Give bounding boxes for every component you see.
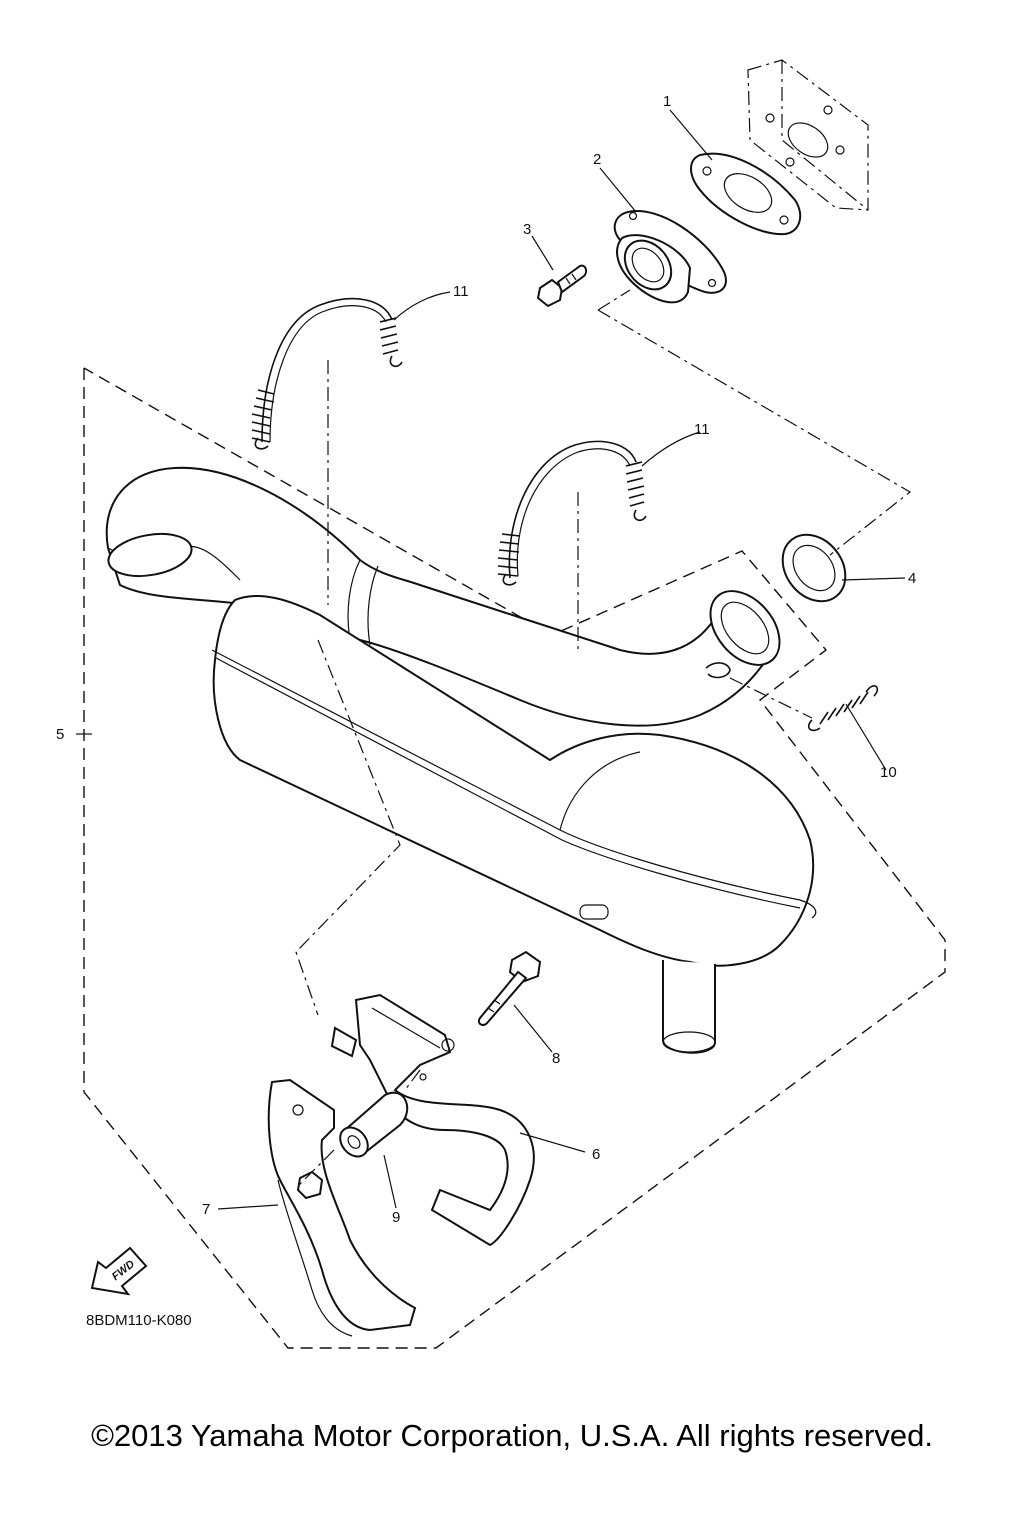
part-7-bracket bbox=[267, 1078, 417, 1337]
callout-8: 8 bbox=[552, 1050, 560, 1067]
part-6-bracket bbox=[330, 993, 535, 1247]
callout-5: 5 bbox=[56, 726, 64, 743]
callout-3: 3 bbox=[523, 221, 531, 238]
callout-leader-lines bbox=[217, 109, 906, 1210]
callout-11-upper: 11 bbox=[453, 283, 469, 300]
part-4-gasket-ring bbox=[781, 533, 847, 603]
part-1-gasket bbox=[690, 152, 802, 236]
muffler-body bbox=[211, 594, 817, 1054]
part-10-spring bbox=[807, 685, 879, 732]
part-8-bolt bbox=[478, 950, 542, 1026]
copyright-notice: ©2013 Yamaha Motor Corporation, U.S.A. A… bbox=[91, 1418, 933, 1453]
callout-1: 1 bbox=[663, 93, 671, 110]
assembly-leader-lines bbox=[295, 289, 912, 1189]
part-11-spring-lower bbox=[497, 440, 647, 586]
callout-6: 6 bbox=[592, 1146, 600, 1163]
part-2-exhaust-flange bbox=[613, 210, 727, 304]
callout-2: 2 bbox=[593, 151, 601, 168]
exhaust-pipe bbox=[105, 466, 781, 727]
engine-flange-block bbox=[747, 59, 869, 211]
fwd-arrow-icon: FWD bbox=[90, 1246, 148, 1296]
part-9-damper bbox=[339, 1091, 409, 1158]
part-11-spring-upper bbox=[251, 297, 403, 450]
callout-11-lower: 11 bbox=[694, 421, 710, 438]
callout-9: 9 bbox=[392, 1209, 400, 1226]
muffler-assembly-boundary bbox=[76, 367, 946, 1349]
callout-4: 4 bbox=[908, 570, 916, 587]
callout-10: 10 bbox=[880, 764, 897, 781]
part-3-bolt bbox=[536, 264, 588, 308]
callout-7: 7 bbox=[202, 1201, 210, 1218]
diagram-code: 8BDM110-K080 bbox=[86, 1312, 192, 1329]
